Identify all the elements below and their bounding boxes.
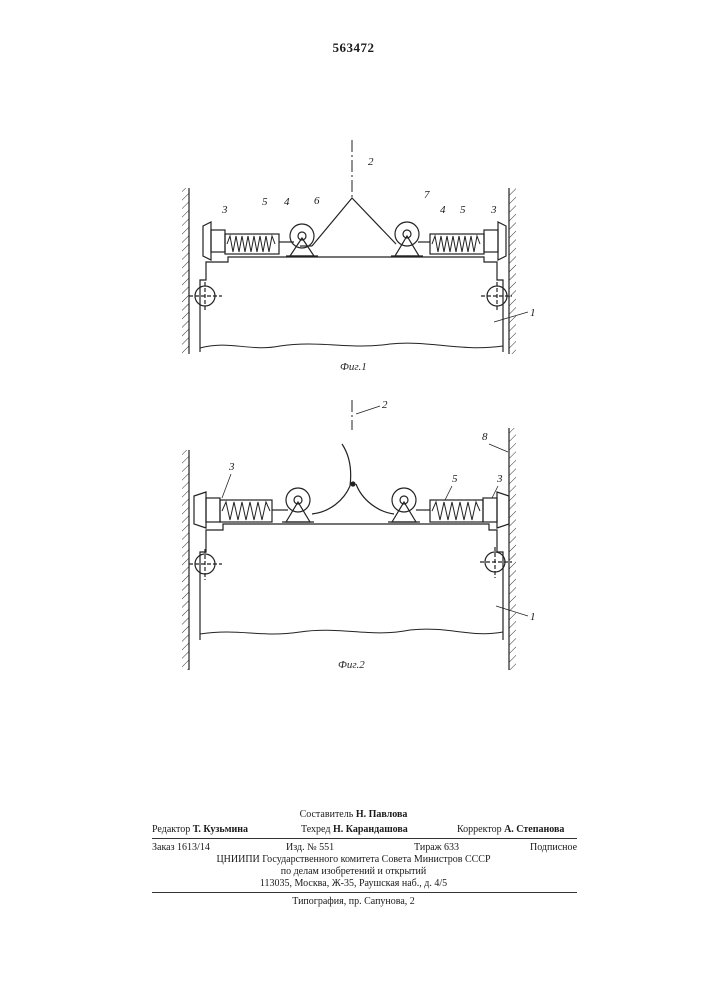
- edition-number: Изд. № 551: [286, 842, 334, 854]
- body-2: [200, 524, 503, 640]
- left-wall: [182, 188, 189, 354]
- techred-line: Техред Н. Карандашова: [301, 824, 408, 836]
- figure-1-caption: Фиг.1: [340, 361, 367, 373]
- label-1-fig2: 1: [530, 611, 536, 623]
- label-5-left: 5: [262, 196, 268, 208]
- right-wall-2: [509, 428, 516, 670]
- techred-name: Н. Карандашова: [333, 824, 408, 835]
- clamp-left-2: [194, 492, 220, 528]
- editor-name: Т. Кузьмина: [193, 824, 248, 835]
- spring-right-1: [430, 234, 484, 254]
- editor-line: Редактор Т. Кузьмина: [152, 824, 248, 836]
- corrector-label: Корректор: [457, 824, 502, 835]
- clamp-left-1: [203, 222, 225, 260]
- rule-top: [152, 838, 577, 839]
- label-8-fig2: 8: [482, 431, 488, 443]
- spring-left-1: [225, 234, 279, 254]
- label-2-fig2: 2: [382, 399, 388, 411]
- label-7: 7: [424, 189, 430, 201]
- techred-label: Техред: [301, 824, 330, 835]
- pulley-6: [286, 224, 318, 256]
- label-3-right: 3: [490, 204, 497, 216]
- body-1: [200, 257, 503, 352]
- rule-bottom: [152, 892, 577, 893]
- figure-2-labels: 2 3 3 5 8 1 Фиг.2: [222, 399, 536, 671]
- figure-1: [182, 140, 516, 354]
- compiler-name: Н. Павлова: [356, 809, 408, 820]
- label-3-left: 3: [221, 204, 228, 216]
- pulley-left-2: [282, 488, 314, 522]
- tape-2-fig2: [312, 400, 394, 514]
- address: 113035, Москва, Ж-35, Раушская наб., д. …: [0, 878, 707, 890]
- corrector-name: А. Степанова: [504, 824, 564, 835]
- figure-2: [182, 400, 516, 670]
- institute: ЦНИИПИ Государственного комитета Совета …: [0, 854, 707, 866]
- roller-left-1: [189, 282, 222, 311]
- roller-left-2: [189, 549, 222, 580]
- roller-right-1: [481, 282, 512, 311]
- clamp-right-2: [483, 492, 509, 528]
- circulation: Тираж 633: [414, 842, 459, 854]
- clamp-right-1: [484, 222, 506, 260]
- subscription: Подписное: [530, 842, 577, 854]
- label-3-right-fig2: 3: [496, 473, 503, 485]
- label-1: 1: [530, 307, 536, 319]
- label-3-left-fig2: 3: [228, 461, 235, 473]
- printing-house: Типография, пр. Сапунова, 2: [0, 896, 707, 908]
- tape-2-fig1: [300, 140, 396, 246]
- label-2: 2: [368, 156, 374, 168]
- compiler-label: Составитель: [300, 809, 354, 820]
- affairs: по делам изобретений и открытий: [0, 866, 707, 878]
- compiler-line: Составитель Н. Павлова: [0, 809, 707, 821]
- label-5-fig2: 5: [452, 473, 458, 485]
- figure-2-caption: Фиг.2: [338, 659, 365, 671]
- spring-right-2: [430, 500, 483, 522]
- pulley-right-2: [388, 488, 420, 522]
- corrector-line: Корректор А. Степанова: [457, 824, 564, 836]
- label-4-right: 4: [440, 204, 446, 216]
- right-wall: [509, 188, 516, 354]
- editor-label: Редактор: [152, 824, 190, 835]
- label-4-left: 4: [284, 196, 290, 208]
- label-5-right: 5: [460, 204, 466, 216]
- roller-right-2: [480, 547, 512, 578]
- spring-left-2: [220, 500, 272, 522]
- left-wall-2: [182, 450, 189, 670]
- pulley-7: [391, 222, 423, 256]
- figure-1-labels: 2 3 3 4 4 5 5 6 7 1 Фиг.1: [221, 156, 536, 373]
- label-6: 6: [314, 195, 320, 207]
- order-number: Заказ 1613/14: [152, 842, 210, 854]
